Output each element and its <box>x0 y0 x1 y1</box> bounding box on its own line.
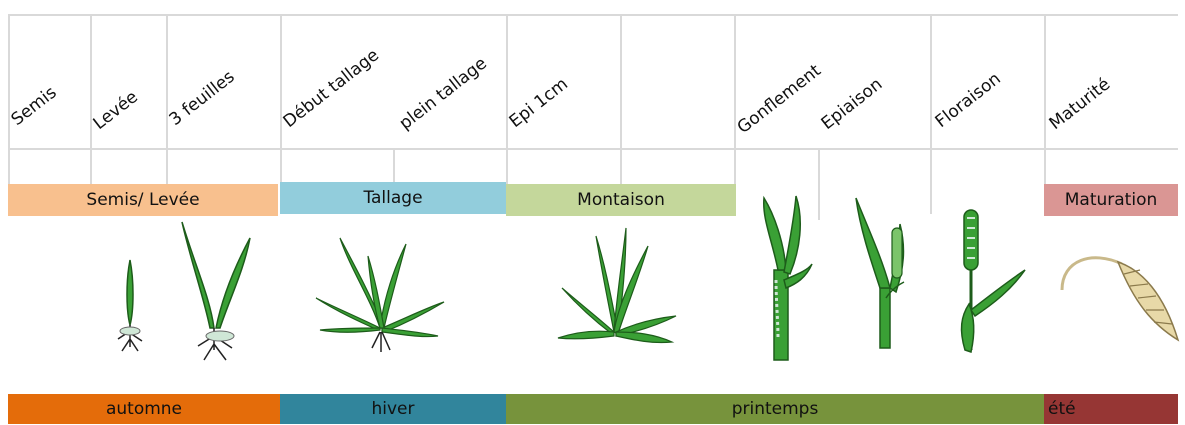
plant-maturite-illustration <box>1052 240 1182 350</box>
plant-gonflement-illustration <box>748 190 818 365</box>
stage-label-maturite: Maturité <box>1046 74 1115 134</box>
stage-label-debut-tallage: Début tallage <box>280 45 383 132</box>
plant-epiaison-illustration <box>850 188 920 353</box>
stage-label-3-feuilles: 3 feuilles <box>166 67 239 130</box>
grid-sep-2 <box>90 14 92 184</box>
grid-sep-4 <box>280 14 282 184</box>
plant-semis-illustration <box>110 255 150 355</box>
grid-mid-line <box>8 148 1178 150</box>
grid-sep-7 <box>620 14 622 184</box>
grid-sep-8 <box>734 14 736 184</box>
stage-label-floraison: Floraison <box>932 69 1005 132</box>
phase-band-tallage: Tallage <box>280 182 506 214</box>
plant-montaison-illustration <box>552 222 682 352</box>
grid-sep-10 <box>930 14 932 214</box>
phase-band-semis-levee: Semis/ Levée <box>8 184 278 216</box>
season-bar-printemps: printemps <box>506 394 1044 424</box>
stage-label-gonflement: Gonflement <box>734 61 825 138</box>
grid-sep-11 <box>1044 14 1046 184</box>
plant-levee-illustration <box>170 218 260 363</box>
grid-top-line <box>8 14 1178 16</box>
plant-floraison-illustration <box>945 200 1035 360</box>
phase-band-montaison: Montaison <box>506 184 736 216</box>
grid-sep-5 <box>393 150 395 184</box>
stage-label-plein-tallage: plein tallage <box>396 54 491 134</box>
grid-sep-9 <box>818 150 820 220</box>
phase-band-maturation: Maturation <box>1044 184 1178 216</box>
season-bar-hiver: hiver <box>280 394 506 424</box>
stage-label-levee: Levée <box>90 87 142 134</box>
season-bar-automne: automne <box>8 394 280 424</box>
grid-sep-3 <box>166 14 168 184</box>
season-bar-ete: été <box>1044 394 1178 424</box>
stage-label-epiaison: Epiaison <box>818 74 887 134</box>
grid-sep-1 <box>8 14 10 184</box>
grid-sep-6 <box>506 14 508 184</box>
plant-tallage-illustration <box>310 228 450 353</box>
stage-label-epi-1cm: Epi 1cm <box>506 74 572 132</box>
stage-label-semis: Semis <box>8 83 61 130</box>
